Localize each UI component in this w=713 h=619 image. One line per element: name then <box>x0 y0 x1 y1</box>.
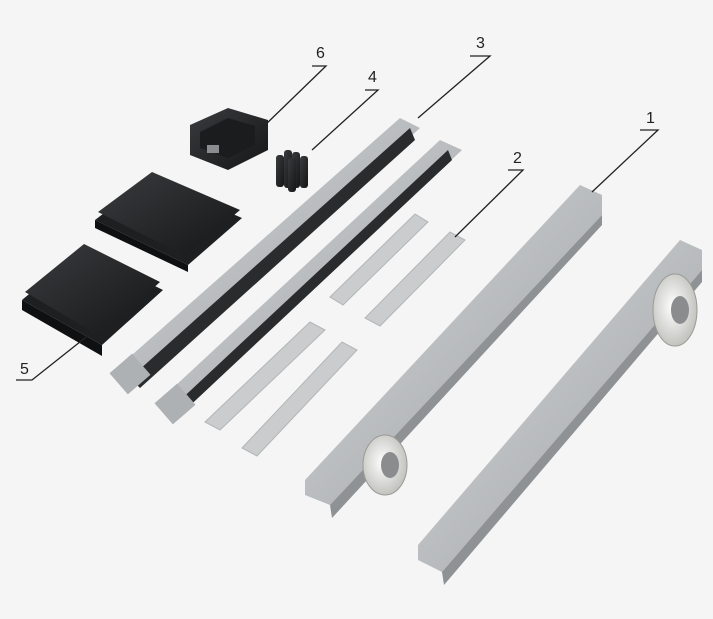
main-rail-front-part <box>305 185 602 518</box>
damper-rail-front-part <box>154 140 462 425</box>
leader-4 <box>311 89 380 151</box>
end-stop-clip-part <box>190 108 268 170</box>
connector-block-part <box>276 150 308 192</box>
main-rail-back-part <box>418 240 702 585</box>
callout-label-1: 1 <box>646 110 655 127</box>
leader-1 <box>591 129 660 193</box>
callout-label-2: 2 <box>513 150 522 167</box>
leader-3 <box>417 55 492 119</box>
mounting-plate-upper-part <box>95 172 242 272</box>
callout-labels: 6 4 3 2 1 5 <box>20 35 655 378</box>
callout-label-4: 4 <box>368 69 377 86</box>
leader-6 <box>261 65 328 129</box>
callout-label-5: 5 <box>20 361 29 378</box>
callout-label-3: 3 <box>476 35 485 52</box>
leader-5 <box>16 329 96 381</box>
leader-2 <box>454 169 525 238</box>
spacer-strips-part <box>204 213 466 457</box>
callout-label-6: 6 <box>316 45 325 62</box>
damper-rail-back-part <box>109 118 420 395</box>
mounting-plate-lower-part <box>22 244 163 356</box>
callout-leaders <box>16 55 660 381</box>
